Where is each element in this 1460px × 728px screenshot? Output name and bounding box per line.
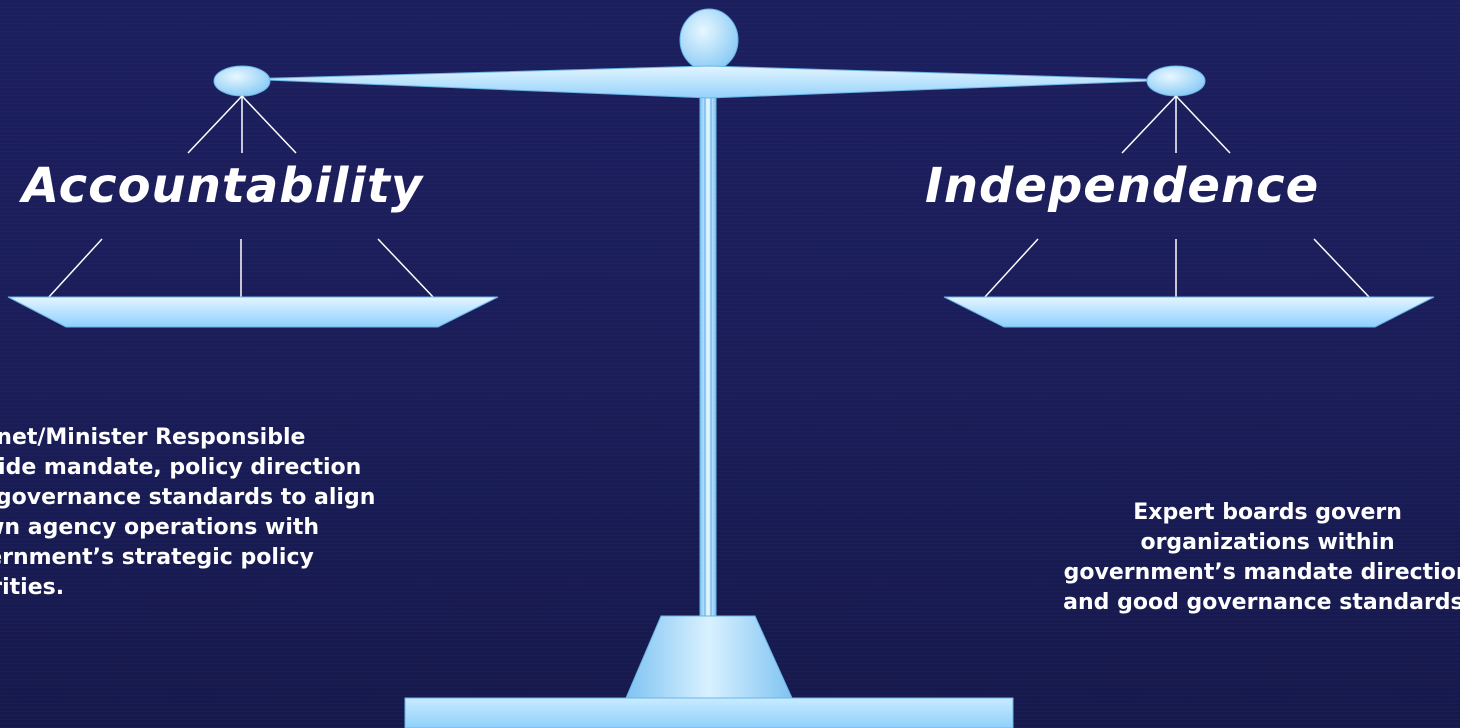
scale-base-platform bbox=[404, 697, 1014, 728]
scale-pole bbox=[699, 95, 717, 617]
independence-description: Expert boards govern organizations withi… bbox=[1063, 500, 1460, 615]
scale-base-cone bbox=[625, 615, 793, 699]
scale-top-knob bbox=[679, 8, 739, 72]
scale-beam bbox=[241, 65, 1176, 99]
accountability-description: Cabinet/Minister Responsible provide man… bbox=[0, 425, 376, 600]
left-hanger bbox=[47, 65, 435, 299]
independence-label: Independence bbox=[925, 158, 1320, 214]
right-hanger bbox=[983, 65, 1371, 299]
right-pan bbox=[943, 296, 1435, 328]
left-pan bbox=[7, 296, 499, 328]
accountability-label: Accountability bbox=[22, 158, 424, 214]
